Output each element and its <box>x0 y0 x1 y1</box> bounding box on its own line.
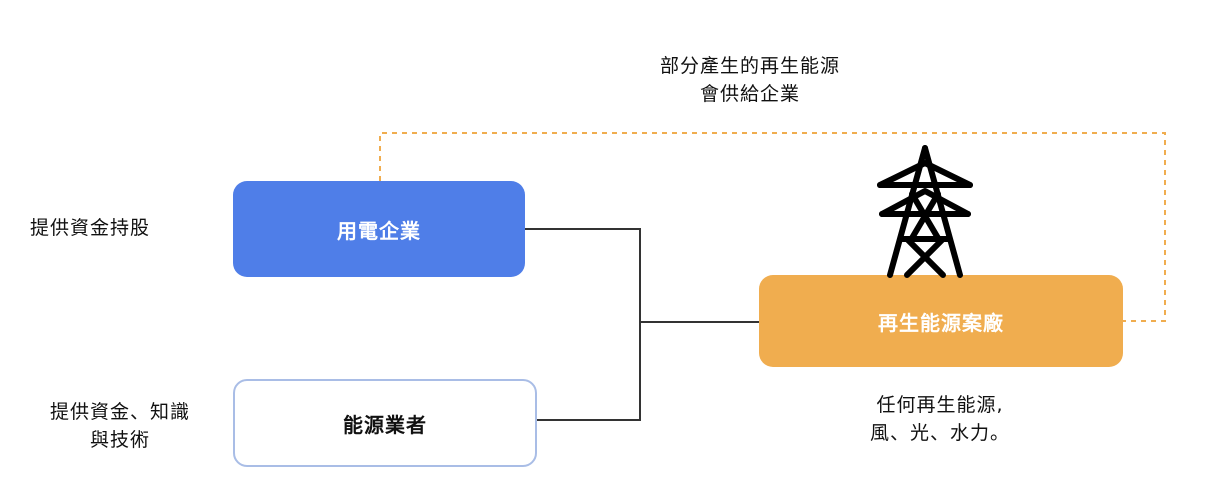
provider-connector-line <box>537 322 641 421</box>
enterprise-label: 用電企業 <box>337 218 421 243</box>
provider-support-line-2: 與技術 <box>89 429 150 451</box>
supply-note-line-2: 會供給企業 <box>699 83 800 105</box>
supply-note-line-1: 部分產生的再生能源 <box>659 55 840 77</box>
renewable-types-line-2: 風、光、水力。 <box>869 422 1010 444</box>
provider-support-label: 提供資金、知識 與技術 <box>30 398 210 454</box>
renewable-types-label: 任何再生能源, 風、光、水力。 <box>790 391 1090 447</box>
enterprise-connector-line <box>525 228 759 323</box>
supply-note: 部分產生的再生能源 會供給企業 <box>560 52 940 108</box>
renewable-supply-dashed-line <box>379 132 1166 322</box>
enterprise-support-label: 提供資金持股 <box>30 217 151 239</box>
renewable-project-label: 再生能源案廠 <box>878 310 1004 335</box>
power-transmission-tower-icon <box>877 145 973 278</box>
energy-provider-label: 能源業者 <box>343 412 427 437</box>
enterprise-node: 用電企業 <box>233 181 525 277</box>
renewable-types-line-1: 任何再生能源, <box>876 394 1004 416</box>
provider-support-line-1: 提供資金、知識 <box>49 401 190 423</box>
renewable-project-node: 再生能源案廠 <box>759 275 1123 367</box>
energy-provider-node: 能源業者 <box>233 379 537 467</box>
